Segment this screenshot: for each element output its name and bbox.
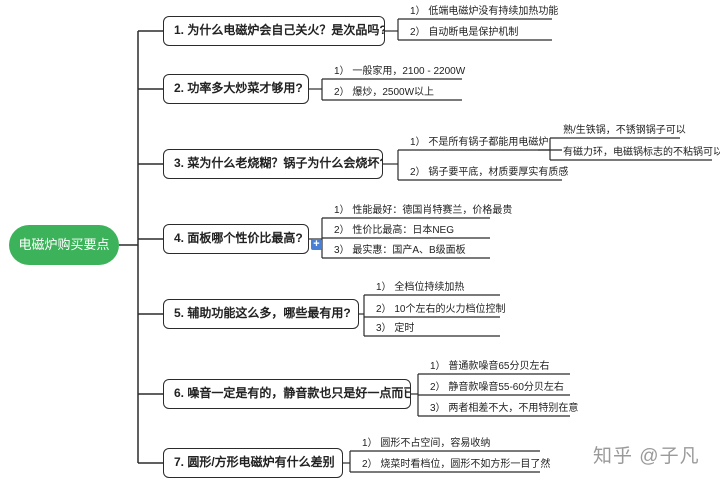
topic-6-item-3[interactable]: 3） 两者相差不大，不用特别在意 (430, 403, 579, 414)
topic-1[interactable]: 1. 为什么电磁炉会自己关火？是次品吗? (163, 16, 385, 46)
topic-3-item-2[interactable]: 2） 锅子要平底，材质要厚实有质感 (410, 167, 569, 178)
expand-plus-icon[interactable]: + (311, 239, 322, 250)
topic-2-item-2[interactable]: 2） 爆炒，2500W以上 (334, 87, 435, 98)
topic-4[interactable]: 4. 面板哪个性价比最高? (163, 224, 309, 254)
topic-7-item-2[interactable]: 2） 烧菜时看档位，圆形不如方形一目了然 (362, 459, 551, 470)
topic-7[interactable]: 7. 圆形/方形电磁炉有什么差别 (163, 448, 343, 478)
topic-1-item-1[interactable]: 1） 低端电磁炉没有持续加热功能 (410, 6, 559, 17)
topic-7-item-1[interactable]: 1） 圆形不占空间，容易收纳 (362, 438, 491, 449)
zhihu-watermark: 知乎 @子凡 (593, 446, 700, 467)
topic-4-item-1[interactable]: 1） 性能最好：德国肖特赛兰，价格最贵 (334, 205, 513, 216)
topic-3-item-1[interactable]: 1） 不是所有锅子都能用电磁炉 (410, 137, 549, 148)
topic-5-item-3[interactable]: 3） 定时 (376, 323, 415, 334)
topic-2-item-1[interactable]: 1） 一般家用，2100 - 2200W (334, 66, 466, 77)
topic-3[interactable]: 3. 菜为什么老烧糊？锅子为什么会烧坏? (163, 149, 383, 179)
topic-1-item-2[interactable]: 2） 自动断电是保护机制 (410, 27, 519, 38)
topic-3-subitem-2[interactable]: 有磁力环，电磁锅标志的不粘锅可以 (563, 147, 720, 158)
topic-4-item-2[interactable]: 2） 性价比最高：日本NEG (334, 225, 455, 236)
topic-6[interactable]: 6. 噪音一定是有的，静音款也只是好一点而已 (163, 379, 411, 409)
topic-3-subitem-1[interactable]: 熟/生铁锅，不锈钢锅子可以 (563, 125, 686, 136)
topic-4-item-3[interactable]: 3） 最实惠：国产A、B级面板 (334, 245, 466, 256)
root-node[interactable]: 电磁炉购买要点 (9, 225, 119, 265)
topic-5-item-1[interactable]: 1） 全档位持续加热 (376, 282, 465, 293)
topic-6-item-2[interactable]: 2） 静音款噪音55-60分贝左右 (430, 382, 564, 393)
topic-2[interactable]: 2. 功率多大炒菜才够用? (163, 74, 309, 104)
topic-6-item-1[interactable]: 1） 普通款噪音65分贝左右 (430, 361, 550, 372)
topic-5-item-2[interactable]: 2） 10个左右的火力档位控制 (376, 304, 506, 315)
topic-5[interactable]: 5. 辅助功能这么多，哪些最有用? (163, 299, 359, 329)
